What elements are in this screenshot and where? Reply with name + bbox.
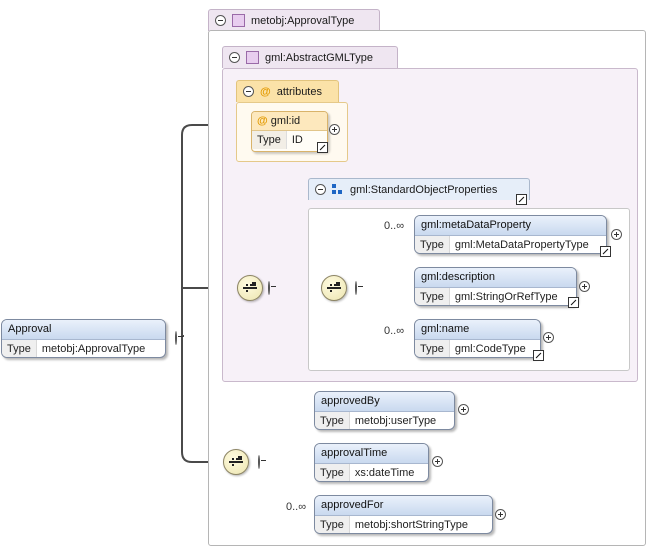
element-approvaltime[interactable]: approvalTime Type xs:dateTime bbox=[314, 443, 429, 482]
go-to-type-icon[interactable] bbox=[533, 350, 544, 361]
expand-icon[interactable] bbox=[579, 281, 590, 292]
element-type-key: Type bbox=[315, 516, 350, 533]
element-name: approvedFor bbox=[315, 496, 492, 516]
element-type-value: metobj:shortStringType bbox=[354, 519, 468, 531]
element-approvedfor[interactable]: approvedFor Type metobj:shortStringType bbox=[314, 495, 493, 534]
expand-icon[interactable] bbox=[432, 456, 443, 467]
expand-icon[interactable] bbox=[329, 124, 340, 135]
attribute-icon: @ bbox=[257, 115, 268, 127]
element-type-key: Type bbox=[415, 340, 450, 357]
element-name: gml:metaDataProperty bbox=[415, 216, 606, 236]
attributes-tab[interactable]: @ attributes bbox=[236, 80, 339, 102]
attribute-icon: @ bbox=[260, 85, 271, 98]
element-type-key: Type bbox=[315, 412, 350, 429]
abstract-gml-type-label: gml:AbstractGMLType bbox=[265, 51, 373, 64]
sequence-compositor[interactable] bbox=[237, 275, 263, 301]
go-to-type-icon[interactable] bbox=[568, 297, 579, 308]
element-gml-description[interactable]: gml:description Type gml:StringOrRefType bbox=[414, 267, 577, 306]
cardinality-label: 0..∞ bbox=[384, 325, 405, 337]
cardinality-label: 0..∞ bbox=[286, 501, 307, 513]
approval-type-label: metobj:ApprovalType bbox=[251, 14, 355, 27]
collapse-icon[interactable] bbox=[229, 52, 240, 63]
element-type-key: Type bbox=[315, 464, 350, 481]
attr-name: gml:id bbox=[270, 115, 301, 127]
sequence-compositor[interactable] bbox=[223, 449, 249, 475]
element-name: approvalTime bbox=[315, 444, 428, 464]
group-icon bbox=[332, 183, 344, 196]
cardinality-label: 0..∞ bbox=[384, 220, 405, 232]
approval-type-tab[interactable]: metobj:ApprovalType bbox=[208, 9, 380, 31]
element-type-value: gml:StringOrRefType bbox=[454, 291, 558, 303]
element-type-key: Type bbox=[415, 288, 450, 305]
abstract-gml-type-tab[interactable]: gml:AbstractGMLType bbox=[222, 46, 398, 68]
element-type-value: metobj:ApprovalType bbox=[41, 343, 146, 355]
element-type-value: gml:MetaDataPropertyType bbox=[454, 239, 589, 251]
collapse-icon[interactable] bbox=[258, 455, 260, 469]
expand-icon[interactable] bbox=[458, 404, 469, 415]
element-gml-metadataproperty[interactable]: gml:metaDataProperty Type gml:MetaDataPro… bbox=[414, 215, 607, 254]
attr-type-key: Type bbox=[252, 131, 287, 149]
element-approval[interactable]: Approval Type metobj:ApprovalType bbox=[1, 319, 166, 358]
standard-object-properties-label: gml:StandardObjectProperties bbox=[350, 183, 498, 196]
element-type-value: gml:CodeType bbox=[454, 343, 526, 355]
go-to-group-icon[interactable] bbox=[516, 194, 527, 205]
collapse-icon[interactable] bbox=[315, 184, 326, 195]
expand-icon[interactable] bbox=[611, 229, 622, 240]
collapse-icon[interactable] bbox=[215, 15, 226, 26]
element-approvedby[interactable]: approvedBy Type metobj:userType bbox=[314, 391, 455, 430]
standard-object-properties-tab[interactable]: gml:StandardObjectProperties bbox=[308, 178, 530, 200]
sequence-compositor[interactable] bbox=[321, 275, 347, 301]
complex-type-icon bbox=[232, 14, 245, 27]
attribute-gml-id[interactable]: @ gml:id Type ID bbox=[251, 111, 328, 152]
collapse-icon[interactable] bbox=[355, 281, 357, 295]
go-to-type-icon[interactable] bbox=[317, 142, 328, 153]
element-name: Approval bbox=[2, 320, 165, 340]
collapse-icon[interactable] bbox=[268, 281, 270, 295]
expand-icon[interactable] bbox=[543, 332, 554, 343]
attr-type-value: ID bbox=[291, 134, 303, 146]
element-name: approvedBy bbox=[315, 392, 454, 412]
element-name: gml:description bbox=[415, 268, 576, 288]
element-type-key: Type bbox=[2, 340, 37, 357]
collapse-icon[interactable] bbox=[175, 331, 177, 345]
attributes-label: attributes bbox=[276, 85, 322, 98]
expand-icon[interactable] bbox=[495, 509, 506, 520]
element-gml-name[interactable]: gml:name Type gml:CodeType bbox=[414, 319, 541, 358]
element-type-value: xs:dateTime bbox=[354, 467, 415, 479]
complex-type-icon bbox=[246, 51, 259, 64]
collapse-icon[interactable] bbox=[243, 86, 254, 97]
go-to-type-icon[interactable] bbox=[600, 246, 611, 257]
element-type-value: metobj:userType bbox=[354, 415, 437, 427]
element-name: gml:name bbox=[415, 320, 540, 340]
element-type-key: Type bbox=[415, 236, 450, 253]
